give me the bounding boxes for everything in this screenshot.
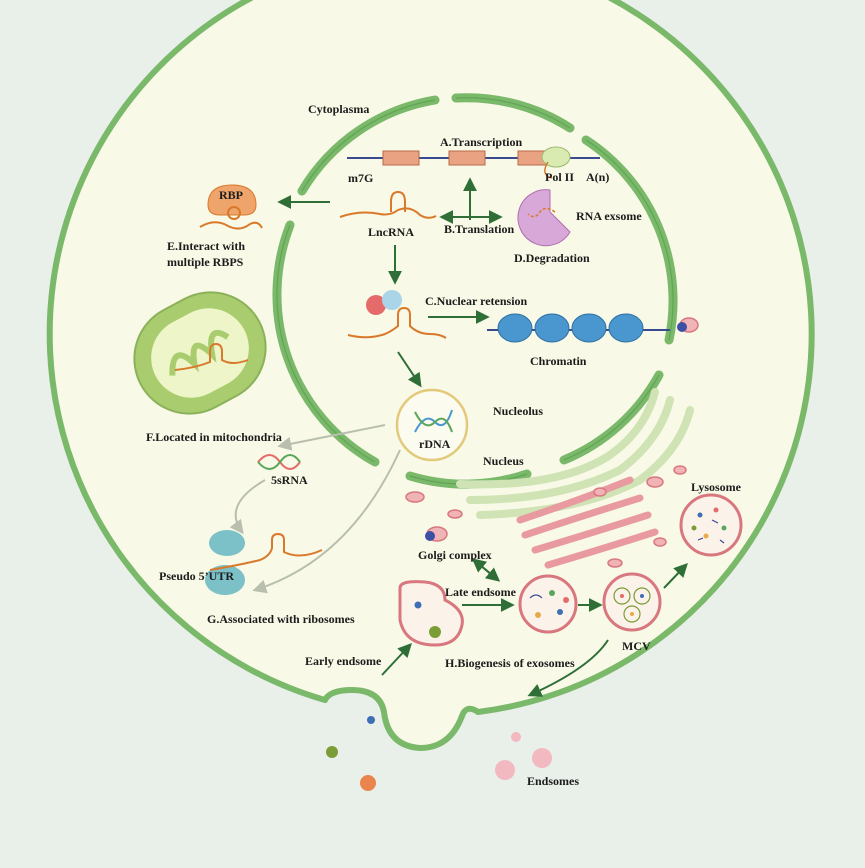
label-cytoplasma: Cytoplasma bbox=[308, 102, 369, 116]
label-m7g: m7G bbox=[348, 171, 373, 185]
label-transcription: A.Transcription bbox=[440, 135, 522, 149]
endoplasmic-reticulum bbox=[456, 388, 694, 519]
label-mcv: MCV bbox=[622, 639, 651, 653]
label-degradation: D.Degradation bbox=[514, 251, 590, 265]
label-rdna: rDNA bbox=[419, 437, 451, 451]
label-ribosomes: G.Associated with ribosomes bbox=[207, 612, 355, 626]
chromatin-vesicle bbox=[677, 317, 699, 333]
pol-ii-icon bbox=[541, 146, 571, 168]
label-nuclear-retention: C.Nuclear retension bbox=[425, 294, 528, 308]
label-interact-1: E.Interact with bbox=[167, 239, 245, 253]
arrows-secondary bbox=[229, 424, 401, 594]
golgi-vesicles bbox=[405, 465, 687, 568]
label-rna-exosome: RNA exsome bbox=[576, 209, 642, 223]
lysosome bbox=[679, 493, 743, 557]
label-lncrna: LncRNA bbox=[368, 225, 414, 239]
nucleolus bbox=[395, 388, 469, 462]
label-lysosome: Lysosome bbox=[691, 480, 742, 494]
mcv-body bbox=[602, 572, 662, 632]
label-pol-ii: Pol II bbox=[545, 170, 574, 184]
late-endosome bbox=[518, 574, 578, 634]
ribosome bbox=[205, 530, 323, 595]
golgi-apparatus bbox=[516, 476, 659, 569]
rna-exosome-icon bbox=[517, 189, 571, 247]
label-endosomes: Endsomes bbox=[527, 774, 579, 788]
label-rbp: RBP bbox=[219, 188, 243, 202]
label-pseudo-utr: Pseudo 5’UTR bbox=[159, 569, 234, 583]
label-golgi: Golgi complex bbox=[418, 548, 492, 562]
five-s-rna-icon bbox=[257, 454, 301, 470]
label-nucleolus: Nucleolus bbox=[493, 404, 543, 418]
label-chromatin: Chromatin bbox=[530, 354, 587, 368]
arrows-primary bbox=[277, 177, 688, 697]
label-late-endosome: Late endsome bbox=[445, 585, 517, 599]
rbp-protein-icon bbox=[199, 184, 263, 230]
label-exosome-biogenesis: H.Biogenesis of exosomes bbox=[445, 656, 575, 670]
label-translation: B.Translation bbox=[444, 222, 514, 236]
label-polya: A(n) bbox=[586, 170, 609, 184]
label-early-endosome: Early endsome bbox=[305, 654, 382, 668]
nuclear-retention-complex bbox=[347, 290, 447, 339]
lncrna-molecule-icon bbox=[339, 190, 437, 219]
label-mitochondria: F.Located in mitochondria bbox=[146, 430, 282, 444]
early-endosome bbox=[398, 580, 464, 647]
label-5srna: 5sRNA bbox=[271, 473, 308, 487]
extracellular-vesicles bbox=[326, 716, 552, 791]
chromatin-fiber bbox=[487, 313, 670, 343]
mitochondrion bbox=[133, 291, 267, 415]
gene-transcription bbox=[347, 146, 600, 179]
label-interact-2: multiple RBPS bbox=[167, 255, 244, 269]
transport-vesicle bbox=[425, 526, 448, 542]
label-nucleus: Nucleus bbox=[483, 454, 524, 468]
